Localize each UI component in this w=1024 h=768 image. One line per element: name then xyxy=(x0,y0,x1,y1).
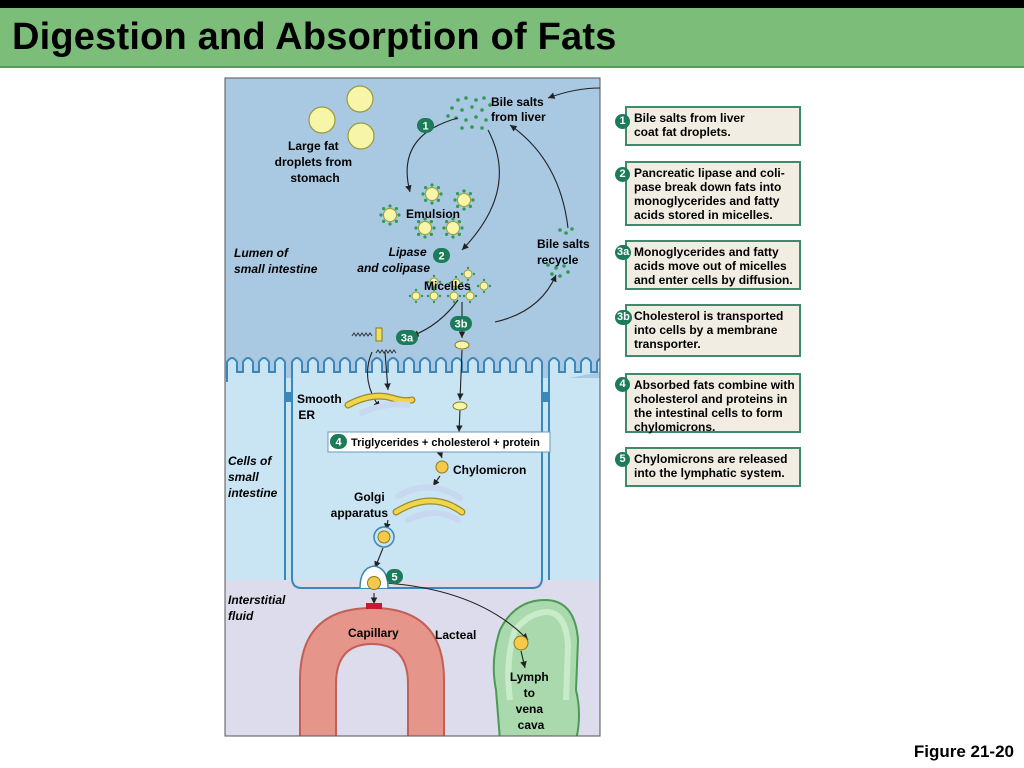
golgi-label: Golgi apparatus xyxy=(331,490,389,520)
chylomicron-icon xyxy=(513,635,529,651)
cell-region xyxy=(225,378,600,588)
recycled-bile-salts xyxy=(546,227,574,278)
large-fat-label: Large fat droplets from stomach xyxy=(275,139,356,185)
diagram-badge-1: 1 xyxy=(417,118,434,133)
flow-arrows xyxy=(366,87,601,669)
panel-border xyxy=(224,77,601,737)
chylomicron-icon xyxy=(377,530,391,544)
micelles-label: Micelles xyxy=(424,279,471,293)
svg-text:4: 4 xyxy=(335,437,342,449)
top-border xyxy=(0,0,1024,8)
fatty-acid-icon xyxy=(351,332,373,337)
smooth-er xyxy=(359,401,411,416)
bile-recycle-label: Bile salts recycle xyxy=(537,237,593,267)
capillary-label: Capillary xyxy=(348,626,399,640)
interstitial-label: Interstitial fluid xyxy=(228,593,289,623)
tight-junction-left xyxy=(284,392,293,402)
microvilli xyxy=(226,357,600,382)
center-cell-outline xyxy=(291,382,543,589)
diagram-badge-4: 4 xyxy=(330,434,347,449)
blocked-marker xyxy=(366,603,382,609)
smooth-er xyxy=(345,393,415,408)
svg-text:3b: 3b xyxy=(455,319,468,331)
golgi-cisterna xyxy=(393,498,465,515)
tight-junction-right xyxy=(541,392,550,402)
chylomicron-icon xyxy=(435,460,449,474)
lipase-label: Lipase and colipase xyxy=(357,245,430,275)
svg-text:1: 1 xyxy=(422,121,428,133)
lymph-label: Lymph to vena cava xyxy=(510,670,552,732)
step-badge-5: 5 xyxy=(615,452,630,467)
fat-droplet xyxy=(308,106,336,134)
step-box-3a: Monoglycerides and fatty acids move out … xyxy=(625,240,801,290)
step-box-1: Bile salts from liver coat fat droplets. xyxy=(625,106,801,146)
triglyceride-label: Triglycerides + cholesterol + protein xyxy=(351,437,540,449)
emulsion-droplet xyxy=(378,203,402,227)
monoglyceride-icon xyxy=(375,327,383,342)
cholesterol-icon xyxy=(454,340,470,350)
diagram-badge-3a: 3a xyxy=(396,330,418,345)
svg-text:2: 2 xyxy=(438,251,444,263)
figure-label: Figure 21-20 xyxy=(913,742,1014,761)
fat-droplet xyxy=(346,85,374,113)
lacteal-label: Lacteal xyxy=(435,628,476,642)
fat-droplet xyxy=(347,122,375,150)
step-badge-3b: 3b xyxy=(615,310,632,325)
lumen-label: Lumen of small intestine xyxy=(234,246,318,276)
svg-text:5: 5 xyxy=(391,572,397,584)
bile-salts-liver-label: Bile salts from liver xyxy=(491,95,547,124)
slide-title: Digestion and Absorption of Fats xyxy=(12,16,617,58)
title-bar: Digestion and Absorption of Fats xyxy=(0,8,1024,68)
chylomicron-label: Chylomicron xyxy=(453,463,526,477)
golgi-cisterna xyxy=(405,510,461,523)
step-box-3b: Cholesterol is transported into cells by… xyxy=(625,304,801,357)
diagram-badge-3b: 3b xyxy=(450,316,472,331)
cells-label: Cells of small intestine xyxy=(228,454,278,500)
step-box-5: Chylomicrons are released into the lymph… xyxy=(625,447,801,487)
golgi-cisterna xyxy=(395,484,463,501)
svg-text:3a: 3a xyxy=(401,333,414,345)
emulsion-label: Emulsion xyxy=(406,207,460,221)
step-box-4: Absorbed fats combine with cholesterol a… xyxy=(625,373,801,434)
step-badge-4: 4 xyxy=(615,377,630,392)
diagram-badge-5: 5 xyxy=(386,569,403,584)
capillary xyxy=(299,606,445,736)
step-badge-3a: 3a xyxy=(615,245,632,260)
lacteal-lumen xyxy=(505,608,572,701)
fatty-acid-icon xyxy=(375,349,397,354)
cholesterol-icon xyxy=(452,401,468,411)
triglyceride-box xyxy=(327,431,551,453)
step-badge-2: 2 xyxy=(615,167,630,182)
panel-regions xyxy=(225,78,600,736)
diagram-badge-2: 2 xyxy=(433,248,450,263)
emulsion-droplet xyxy=(420,182,444,206)
step-badge-1: 1 xyxy=(615,114,630,129)
chylomicron-icon xyxy=(367,576,381,590)
lumen-region xyxy=(225,78,600,378)
step-box-2: Pancreatic lipase and coli- pase break d… xyxy=(625,161,801,226)
smooth-er-label: Smooth ER xyxy=(297,392,345,422)
